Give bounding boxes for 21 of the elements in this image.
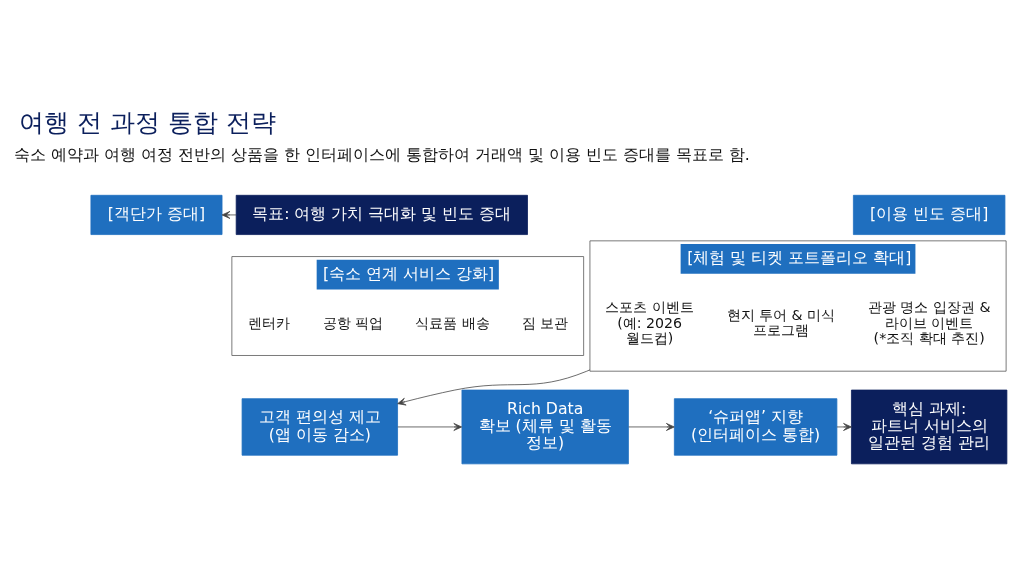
- node-box: [이용 빈도 증대]: [853, 194, 1006, 235]
- node-text: 공항 픽업: [322, 314, 384, 331]
- node-text: 현지 투어 & 미식 프로그램: [726, 306, 835, 339]
- node-box: 핵심 과제: 파트너 서비스의 일관된 경험 관리: [851, 389, 1008, 465]
- arrow: [836, 423, 852, 431]
- arrow: [397, 369, 591, 406]
- label: 숙소 예약과 여행 여정 전반의 상품을 한 인터페이스에 통합하여 거래액 및 이용 빈도 증대를 목표로 함.: [13, 144, 750, 164]
- arrow: [628, 423, 675, 431]
- node-text: 렌터카: [247, 314, 290, 331]
- arrow: [397, 423, 463, 431]
- diagram-title: 여행 전 과정 통합 전략: [18, 108, 276, 138]
- node-box: 목표: 여행 가치 극대화 및 빈도 증대: [235, 194, 528, 235]
- node-text: 스포츠 이벤트 (예: 2026 월드컵): [605, 298, 694, 347]
- node-box: Rich Data 확보 (체류 및 활동 정보): [461, 389, 629, 465]
- node-text: 관광 명소 입장권 & 라이브 이벤트 (*조직 확대 추진): [867, 298, 991, 347]
- node-text: 식료품 배송: [415, 314, 490, 331]
- node-box: [객단가 증대]: [90, 194, 223, 235]
- arrow: [221, 211, 237, 219]
- node-text: 짐 보관: [521, 314, 569, 331]
- node-box: 고객 편의성 제고 (앱 이동 감소): [241, 398, 398, 456]
- node-box: ‘슈퍼앱’ 지향 (인터페이스 통합): [673, 398, 838, 456]
